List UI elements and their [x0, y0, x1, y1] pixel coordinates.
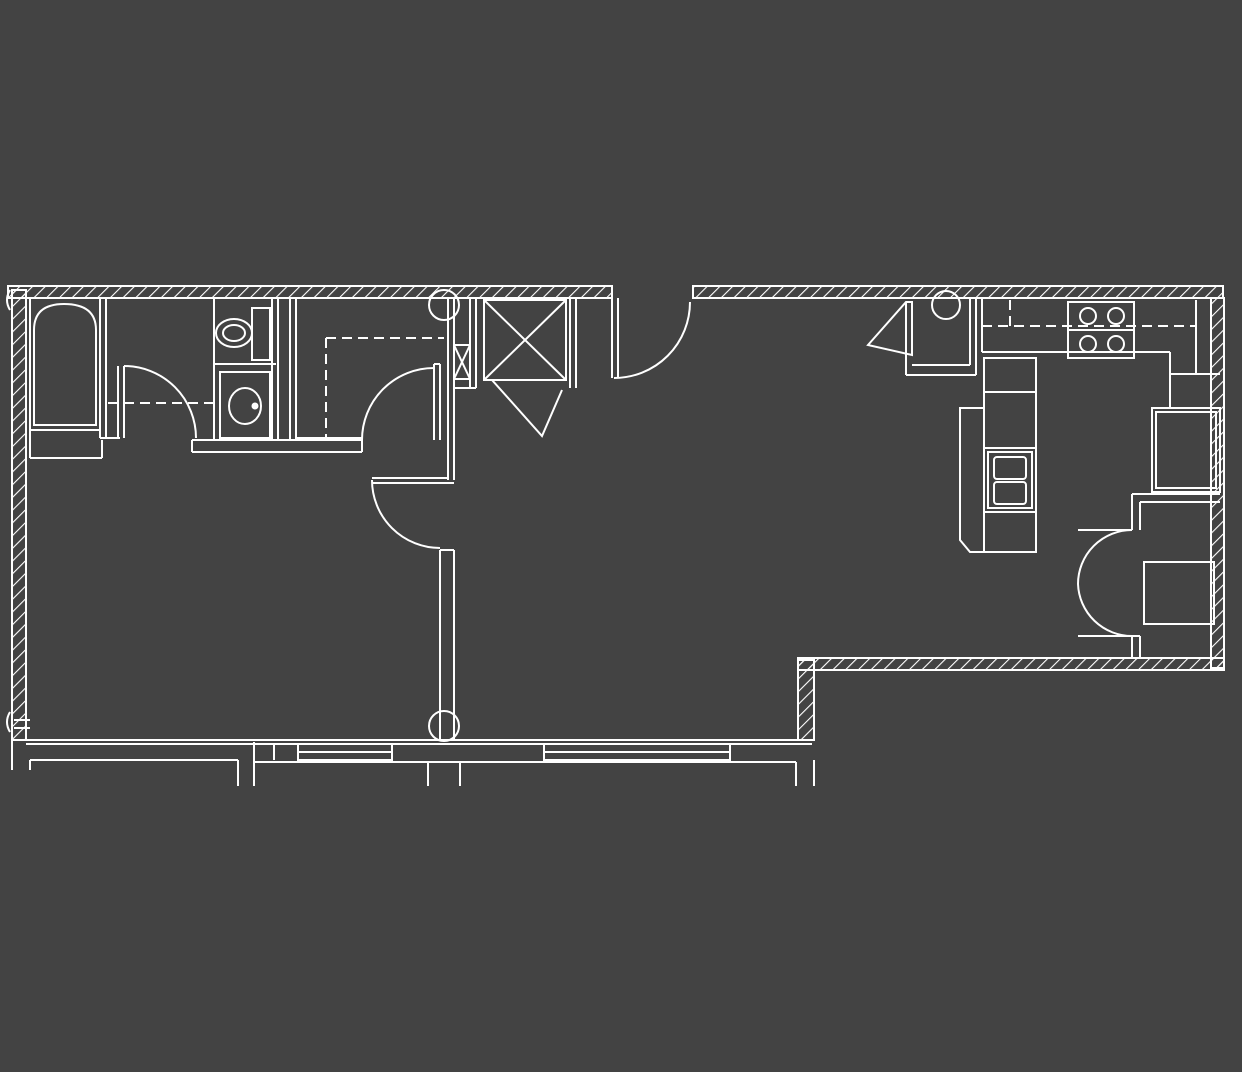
- bathtub-icon: [30, 302, 100, 431]
- column-top: [428, 289, 460, 321]
- column-kitchen: [931, 290, 961, 320]
- column-bottom: [428, 710, 460, 742]
- kitchen: [866, 290, 1220, 658]
- bedroom-partitions: [371, 298, 477, 742]
- washer-icon: [1143, 561, 1215, 625]
- wall-bottom-right: [797, 657, 1225, 671]
- toilet-icon: [215, 307, 271, 361]
- coat-closet: [483, 298, 577, 438]
- closet-door-swing: [361, 367, 435, 441]
- front-door-swing: [613, 301, 691, 379]
- windows: [273, 743, 731, 761]
- wall-left: [11, 289, 27, 741]
- pantry-door-swing-upper: [1077, 529, 1133, 585]
- stove-icon: [1067, 301, 1135, 359]
- bath-door-swing: [123, 365, 197, 439]
- coat-closet-door-swing: [491, 379, 563, 438]
- bedroom-door-swing: [371, 479, 441, 549]
- double-sink-icon: [987, 451, 1033, 509]
- front-door: [611, 298, 691, 379]
- wall-notch: [797, 659, 815, 741]
- bathroom: [29, 298, 363, 459]
- sink-icon: [219, 371, 271, 439]
- wall-right: [1210, 297, 1225, 669]
- refrigerator-icon: [1151, 407, 1221, 493]
- closet: [296, 289, 460, 441]
- wall-edge-marks: [6, 289, 30, 733]
- wall-top-left: [7, 285, 613, 299]
